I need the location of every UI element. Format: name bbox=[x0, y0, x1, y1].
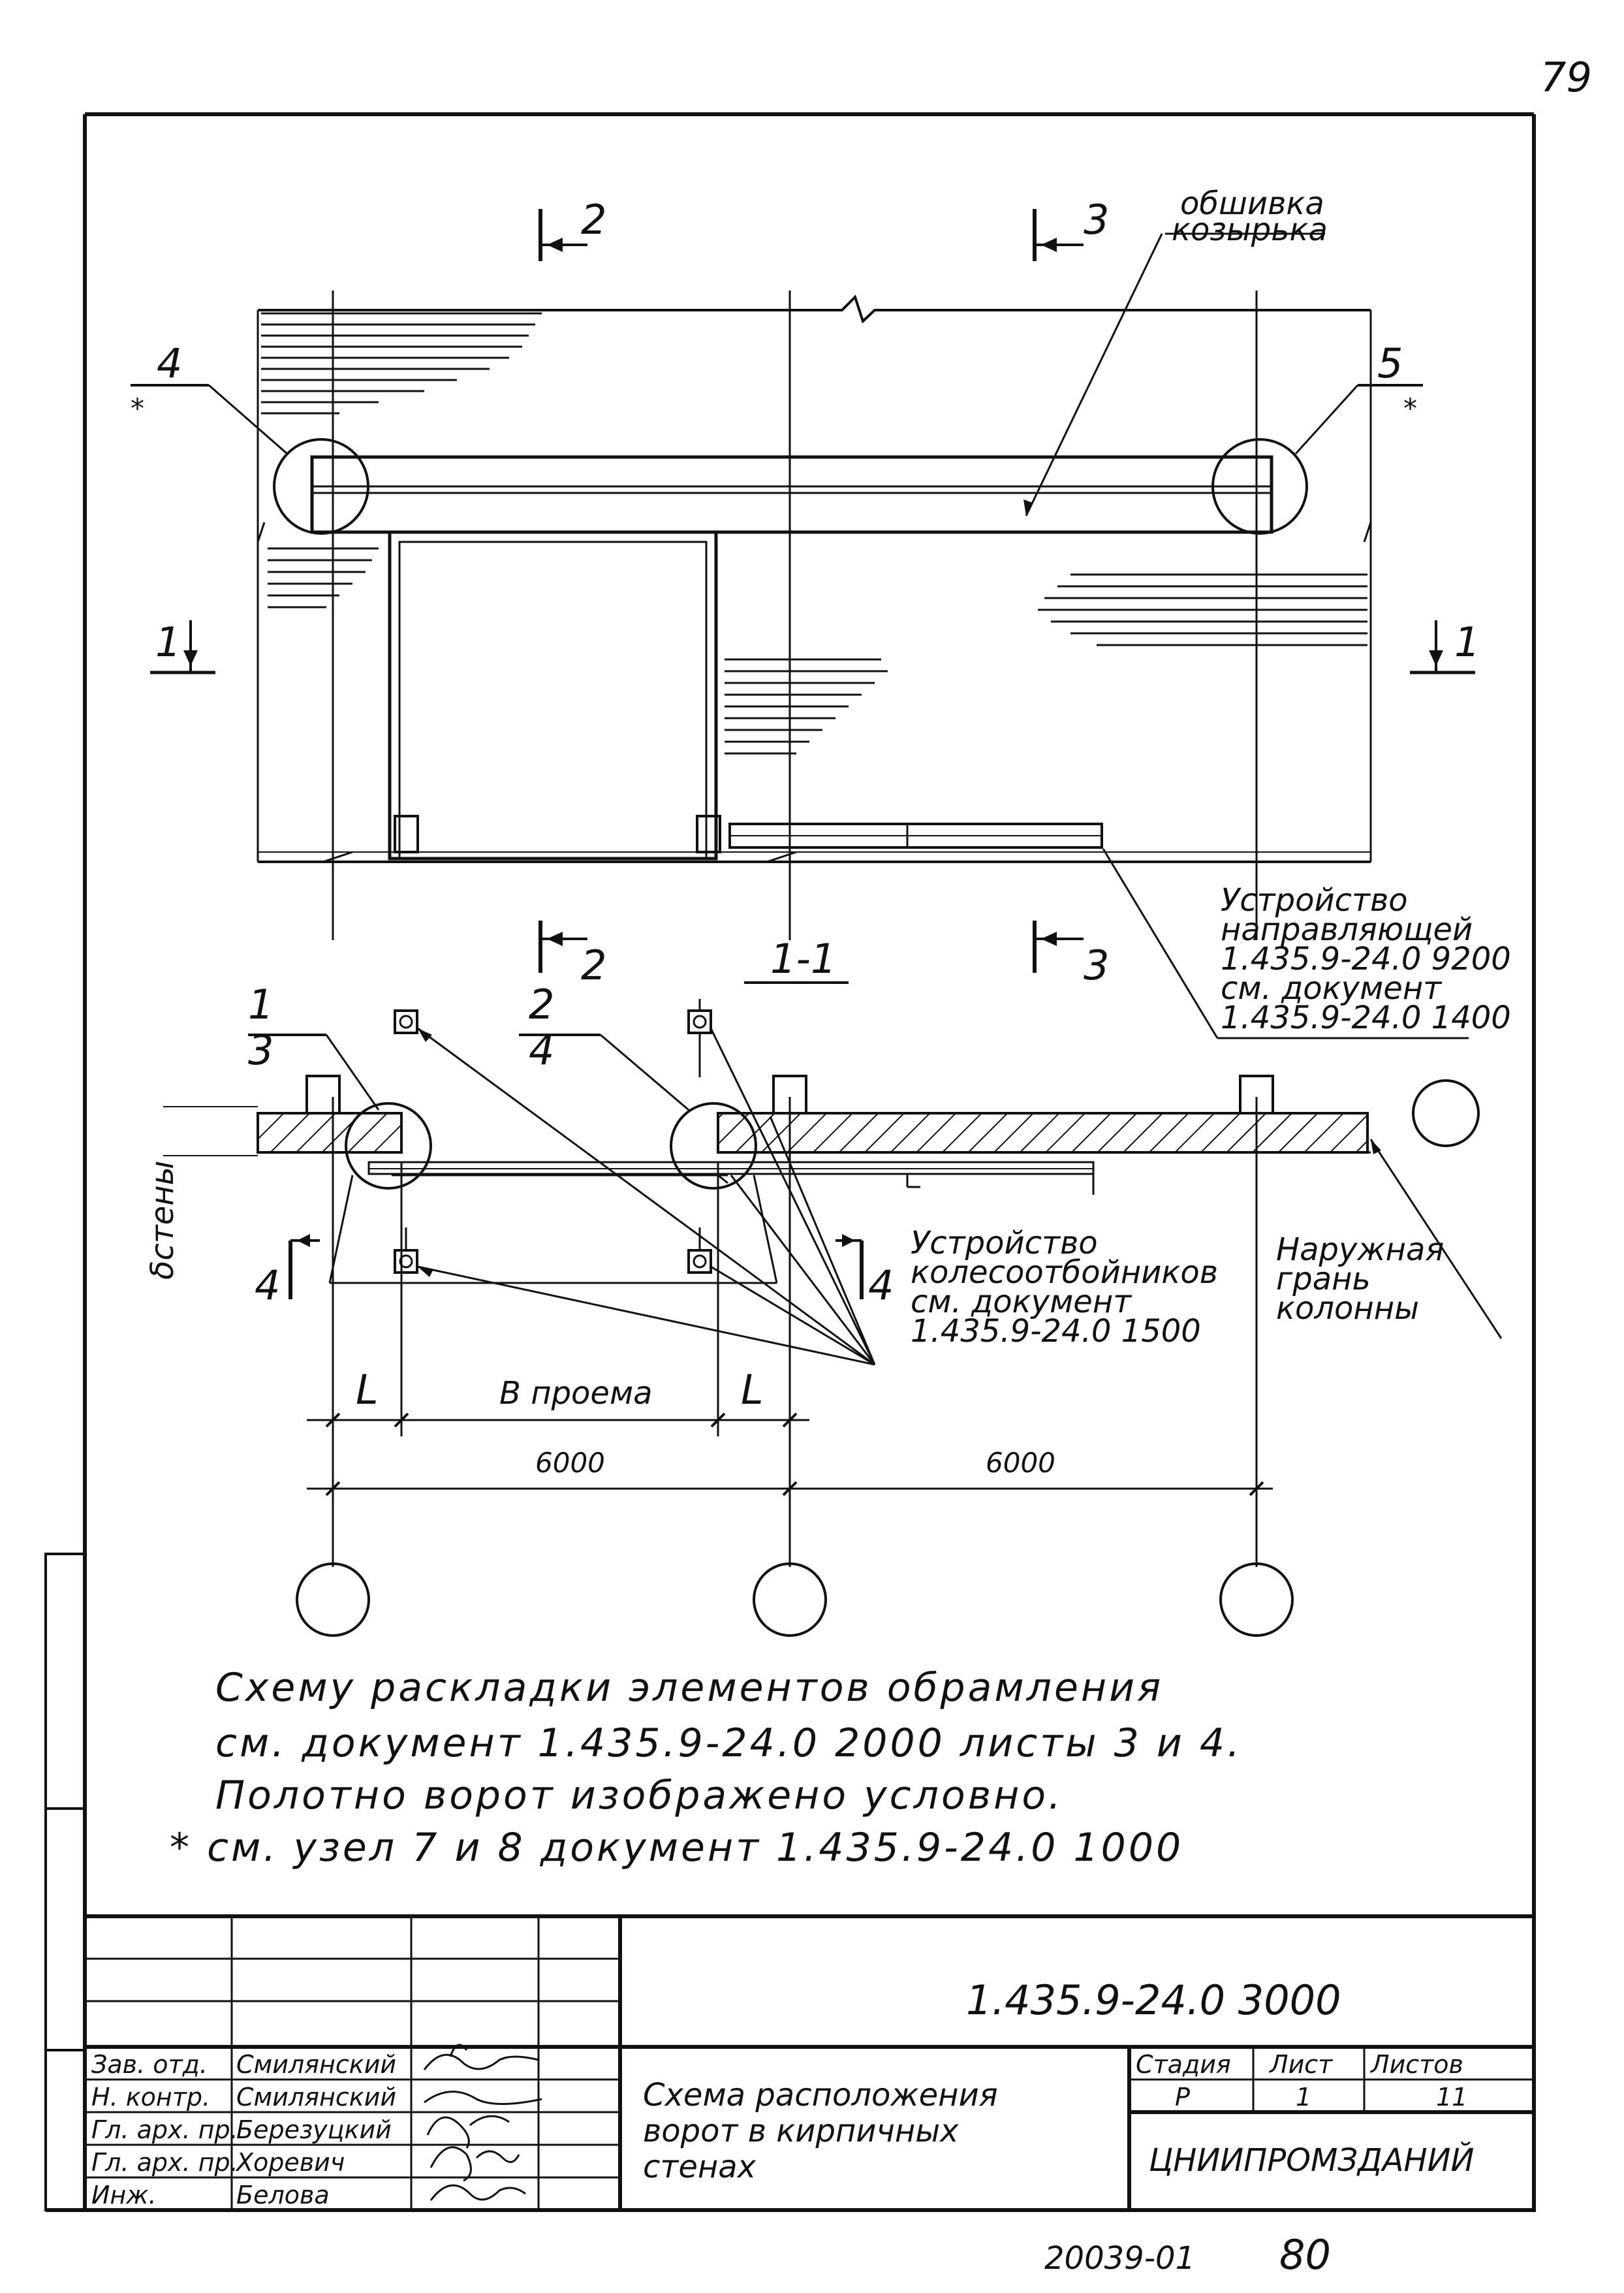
note-line-4: * см. узел 7 и 8 документ 1.435.9-24.0 1… bbox=[170, 1825, 1183, 1871]
notes-block: Схему раскладки элементов обрамления см.… bbox=[170, 1665, 1242, 1871]
bumper-label-1: Устройство bbox=[911, 1225, 1098, 1261]
section-mark-3-bottom: 3 bbox=[1084, 941, 1109, 989]
note-line-3: Полотно ворот изображено условно. bbox=[215, 1773, 1063, 1818]
section-mark-2-bottom: 2 bbox=[581, 941, 606, 989]
dim-6000-right: 6000 bbox=[986, 1447, 1055, 1479]
node-4-plan-label: 4 bbox=[529, 1026, 554, 1074]
node-3-label: 3 bbox=[248, 1026, 273, 1074]
section-mark-1-left: 1 bbox=[155, 618, 181, 666]
guide-label-1: Устройство bbox=[1221, 882, 1408, 919]
title-block: Зав. отд. Н. контр. Гл. арх. пр. Гл. арх… bbox=[83, 1914, 1536, 2212]
dim-opening: В проема bbox=[499, 1375, 653, 1412]
document-code: 1.435.9-24.0 3000 bbox=[966, 1976, 1341, 2024]
role-4: Гл. арх. пр. bbox=[91, 2148, 238, 2177]
node-4-label: 4 bbox=[157, 340, 182, 387]
sheets-value: 11 bbox=[1436, 2083, 1467, 2111]
drawing-title-1: Схема расположения bbox=[643, 2077, 998, 2113]
name-1: Смилянский bbox=[236, 2050, 396, 2079]
section-mark-4-left: 4 bbox=[255, 1261, 280, 1309]
signatures bbox=[423, 2044, 542, 2201]
sheet-header: Лист bbox=[1268, 2050, 1334, 2079]
name-2: Смилянский bbox=[236, 2083, 396, 2111]
facade-label-3: колонны bbox=[1276, 1290, 1419, 1327]
bumper-label-3: см. документ bbox=[911, 1284, 1132, 1320]
plan-title: 1-1 bbox=[770, 935, 836, 983]
dim-L-left: L bbox=[356, 1366, 379, 1414]
footer-code: 20039-01 bbox=[1044, 2240, 1195, 2277]
bumper-label-2: колесоотбойников bbox=[911, 1254, 1218, 1291]
node-5-label: 5 bbox=[1377, 340, 1403, 387]
organization: ЦНИИПРОМЗДАНИЙ bbox=[1149, 2142, 1474, 2179]
stage-header: Стадия bbox=[1136, 2050, 1231, 2079]
role-5: Инж. bbox=[91, 2181, 157, 2209]
dim-6000-left: 6000 bbox=[535, 1447, 605, 1479]
section-mark-4-right: 4 bbox=[868, 1261, 894, 1309]
facade-label-1: Наружная bbox=[1276, 1231, 1444, 1268]
sheets-header: Листов bbox=[1369, 2050, 1463, 2079]
gate-elevation: обшивка козырька 2 3 2 3 1 1 4 * 5 * Уст… bbox=[131, 185, 1511, 1039]
note-line-1: Схему раскладки элементов обрамления bbox=[215, 1665, 1163, 1711]
note-line-2: см. документ 1.435.9-24.0 2000 листы 3 и… bbox=[215, 1720, 1242, 1766]
drawing-title-2: ворот в кирпичных bbox=[643, 2113, 959, 2149]
page-number: 79 bbox=[1540, 54, 1592, 101]
wall-thickness-label: δстены bbox=[144, 1160, 181, 1280]
guide-label-5: 1.435.9-24.0 1400 bbox=[1221, 1000, 1511, 1036]
section-mark-2-top: 2 bbox=[581, 196, 606, 244]
bumper-label-4: 1.435.9-24.0 1500 bbox=[911, 1313, 1201, 1350]
facade-label-2: грань bbox=[1276, 1261, 1371, 1297]
sheet-value: 1 bbox=[1296, 2083, 1311, 2111]
guide-label-4: см. документ bbox=[1221, 970, 1443, 1007]
section-mark-1-right: 1 bbox=[1454, 618, 1480, 666]
name-5: Белова bbox=[236, 2181, 330, 2209]
role-2: Н. контр. bbox=[91, 2083, 210, 2111]
role-1: Зав. отд. bbox=[91, 2050, 208, 2079]
footer-number: 80 bbox=[1279, 2231, 1331, 2279]
node-1-label: 1 bbox=[248, 981, 273, 1028]
stage-value: Р bbox=[1175, 2083, 1190, 2111]
plan-section-1-1: 1-1 bbox=[144, 935, 1503, 1637]
role-3: Гл. арх. пр. bbox=[91, 2115, 238, 2144]
node-4-star: * bbox=[131, 392, 144, 424]
section-mark-3-top: 3 bbox=[1084, 196, 1109, 244]
guide-label-2: направляющей bbox=[1221, 911, 1473, 948]
node-2-label: 2 bbox=[529, 981, 554, 1028]
node-5-star: * bbox=[1403, 392, 1417, 424]
cladding-label-1: обшивка bbox=[1180, 185, 1324, 222]
cladding-label-2: козырька bbox=[1172, 212, 1328, 248]
guide-label-3: 1.435.9-24.0 9200 bbox=[1221, 941, 1511, 977]
dim-L-right: L bbox=[741, 1366, 764, 1414]
drawing-title-3: стенах bbox=[643, 2149, 757, 2185]
name-4: Хоревич bbox=[235, 2148, 345, 2177]
name-3: Березуцкий bbox=[236, 2115, 392, 2144]
